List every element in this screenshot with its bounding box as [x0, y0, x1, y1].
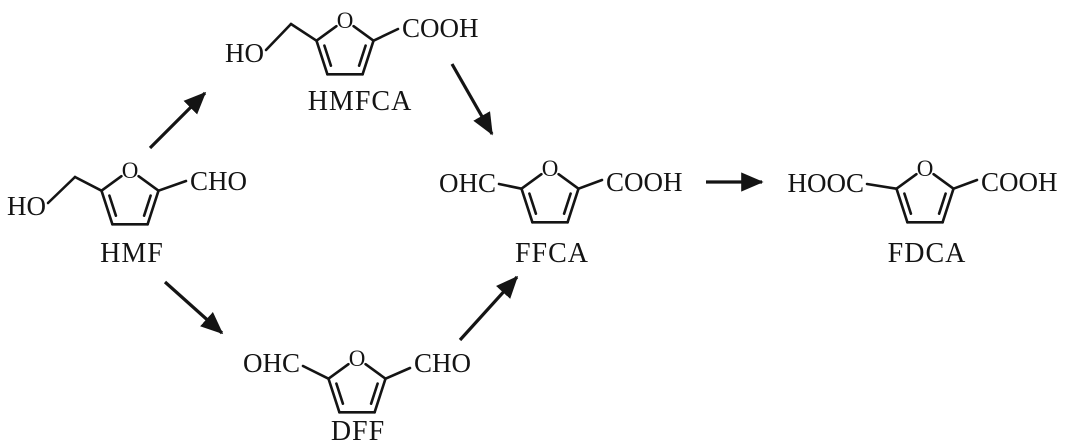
bond [577, 178, 604, 191]
arrow-hmf-to-dff [163, 280, 224, 335]
ring-edge [895, 187, 909, 224]
ring-edge [146, 189, 160, 226]
bond [497, 182, 523, 191]
ring-edge [373, 377, 387, 414]
left-group-label: OHC [439, 168, 496, 198]
bond [264, 22, 293, 52]
bond [865, 182, 898, 191]
substituent-bonds [46, 175, 188, 205]
arrow-dff-to-ffca [458, 275, 519, 342]
furan-ring [100, 174, 160, 226]
ring-oxygen-label: O [917, 156, 934, 181]
ring-edge [327, 377, 341, 414]
bond [301, 364, 330, 381]
ring-edge [137, 174, 160, 193]
ring-edge [352, 24, 375, 43]
right-group-label: COOH [981, 167, 1058, 197]
ring-oxygen-label: O [542, 156, 559, 181]
ring-edge [361, 39, 375, 76]
hmfca-structure: HO O COOH [225, 8, 479, 76]
furan-ring [327, 362, 387, 414]
double-bond-inner [528, 192, 538, 216]
double-bond-inner [357, 44, 367, 67]
fdca-structure: HOOC O COOH [787, 156, 1058, 224]
ring-edge [520, 172, 543, 191]
ring-oxygen-label: O [122, 158, 139, 183]
ring-edge [315, 39, 329, 76]
ring-edge [566, 187, 580, 224]
right-group-label: COOH [606, 167, 683, 197]
substituent-bonds [865, 178, 979, 191]
arrow-hmfca-to-ffca [450, 63, 494, 136]
bond [73, 175, 103, 193]
bond [372, 27, 400, 43]
molecule-name-hmfca: HMFCA [307, 86, 413, 117]
ring-edge [315, 24, 338, 43]
double-bond-inner [108, 194, 118, 217]
ffca-structure: OHC O COOH [439, 156, 683, 224]
molecule-name-ffca: FFCA [514, 238, 590, 269]
substituent-bonds [264, 22, 400, 52]
hmf-structure: HO O CHO [7, 158, 247, 226]
bond [157, 179, 188, 193]
double-bond-inner [903, 192, 913, 216]
ring-oxygen-label: O [349, 346, 366, 371]
dff-structure: OHC O CHO [243, 346, 471, 414]
ring-edge [941, 187, 955, 224]
right-group-label: COOH [402, 13, 479, 43]
furan-ring [315, 24, 375, 76]
double-bond-inner [937, 192, 947, 216]
ring-edge [100, 174, 123, 193]
bond [289, 22, 318, 43]
double-bond-inner [562, 192, 572, 216]
molecule-name-fdca: FDCA [887, 238, 967, 269]
bond [384, 366, 412, 381]
ring-edge [557, 172, 580, 191]
right-group-label: CHO [414, 348, 471, 378]
ring-edge [932, 172, 955, 191]
molecule-name-hmf: HMF [100, 238, 164, 269]
substituent-bonds [497, 178, 604, 191]
left-group-label: HO [7, 191, 46, 221]
furan-ring [520, 172, 580, 224]
double-bond-inner [142, 194, 152, 217]
furan-ring [895, 172, 955, 224]
substituent-bonds [301, 364, 412, 381]
arrow-hmf-to-hmfca [148, 91, 207, 150]
ring-oxygen-label: O [337, 8, 354, 33]
ring-edge [327, 362, 350, 381]
left-group-label: HO [225, 38, 264, 68]
double-bond-inner [335, 382, 345, 406]
right-group-label: CHO [190, 166, 247, 196]
left-group-label: HOOC [787, 168, 864, 198]
left-group-label: OHC [243, 348, 300, 378]
double-bond-inner [369, 382, 379, 406]
ring-edge [895, 172, 918, 191]
ring-edge [520, 187, 534, 224]
ring-edge [364, 362, 387, 381]
molecule-name-dff: DFF [330, 416, 386, 444]
double-bond-inner [323, 44, 333, 67]
ring-edge [100, 189, 114, 226]
bond [952, 178, 979, 191]
bond [46, 175, 77, 205]
